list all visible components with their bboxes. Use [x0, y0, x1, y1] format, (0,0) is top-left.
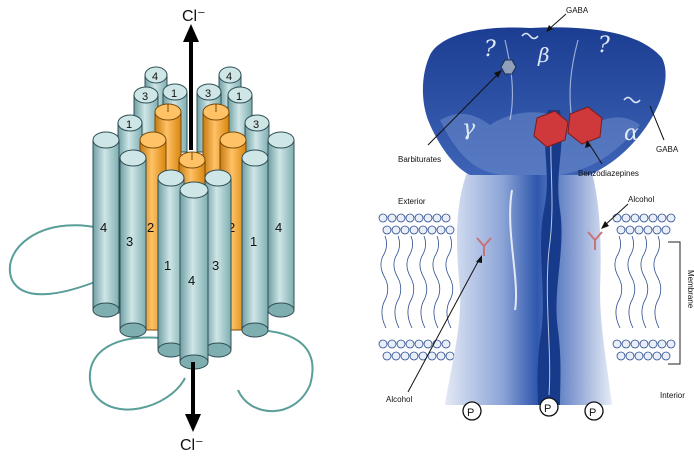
- svg-text:P: P: [467, 407, 474, 419]
- subunit-top-right: ?: [598, 33, 610, 58]
- receptor-body: [445, 165, 612, 405]
- svg-text:4: 4: [152, 71, 158, 83]
- subunit-gamma: γ: [462, 116, 476, 141]
- exterior-label: Exterior: [398, 197, 426, 206]
- svg-text:3: 3: [126, 234, 133, 249]
- alcohol-right-label: Alcohol: [628, 195, 654, 204]
- barbiturates-label: Barbiturates: [398, 155, 441, 164]
- svg-text:1: 1: [250, 234, 257, 249]
- chloride-label-top: Cl⁻: [182, 8, 206, 25]
- membrane-label: Membrane: [686, 270, 694, 309]
- helix-front-center-4: 4: [180, 182, 208, 369]
- svg-text:P: P: [589, 407, 596, 419]
- loop-left: [10, 225, 100, 294]
- svg-text:1: 1: [171, 88, 177, 100]
- svg-text:4: 4: [188, 273, 195, 288]
- svg-text:3: 3: [142, 91, 148, 103]
- svg-text:2: 2: [147, 220, 154, 235]
- subunit-beta: β: [537, 43, 550, 67]
- svg-text:4: 4: [275, 220, 282, 235]
- svg-text:1: 1: [164, 258, 171, 273]
- alcohol-left-label: Alcohol: [386, 395, 412, 404]
- gaba-right-leader: [650, 106, 664, 140]
- helix-front-1-right: 1: [242, 150, 268, 337]
- loop-bottom-right: [238, 330, 313, 411]
- helix-front-4-right: 4: [268, 132, 294, 317]
- helix-front-3-left: 3: [120, 150, 146, 337]
- svg-text:1: 1: [236, 91, 242, 103]
- phosphate-right: P: [585, 402, 603, 420]
- svg-text:P: P: [544, 403, 551, 415]
- gaba-top-label: GABA: [566, 6, 589, 15]
- chloride-arrow-down-head: [185, 414, 201, 432]
- subunit-top-left: ?: [484, 37, 496, 62]
- svg-text:3: 3: [253, 119, 259, 131]
- membrane-right: Membrane: [612, 212, 694, 364]
- svg-text:3: 3: [212, 258, 219, 273]
- svg-text:4: 4: [226, 71, 232, 83]
- ion-channel-diagram: Cl⁻ 4 4 3 1 3: [10, 8, 313, 454]
- gaba-right-label: GABA: [656, 145, 679, 154]
- interior-label: Interior: [660, 391, 685, 400]
- benzodiazepines-label: Benzodiazepines: [578, 169, 639, 178]
- chloride-arrow-up-head: [183, 24, 199, 42]
- helix-front-center-3: 3: [205, 170, 231, 357]
- phosphate-center: P: [540, 398, 558, 416]
- svg-text:3: 3: [205, 88, 211, 100]
- svg-text:1: 1: [126, 119, 132, 131]
- svg-text:4: 4: [100, 220, 107, 235]
- helix-front-4-left: 4: [93, 132, 119, 317]
- chloride-label-bottom: Cl⁻: [180, 437, 204, 454]
- membrane-left: [378, 212, 460, 362]
- barbiturate-site-icon: [501, 60, 516, 74]
- gaba-receptor-diagram: Membrane ? β ? γ α: [378, 6, 694, 420]
- phosphate-left: P: [463, 402, 481, 420]
- subunit-alpha: α: [624, 121, 639, 146]
